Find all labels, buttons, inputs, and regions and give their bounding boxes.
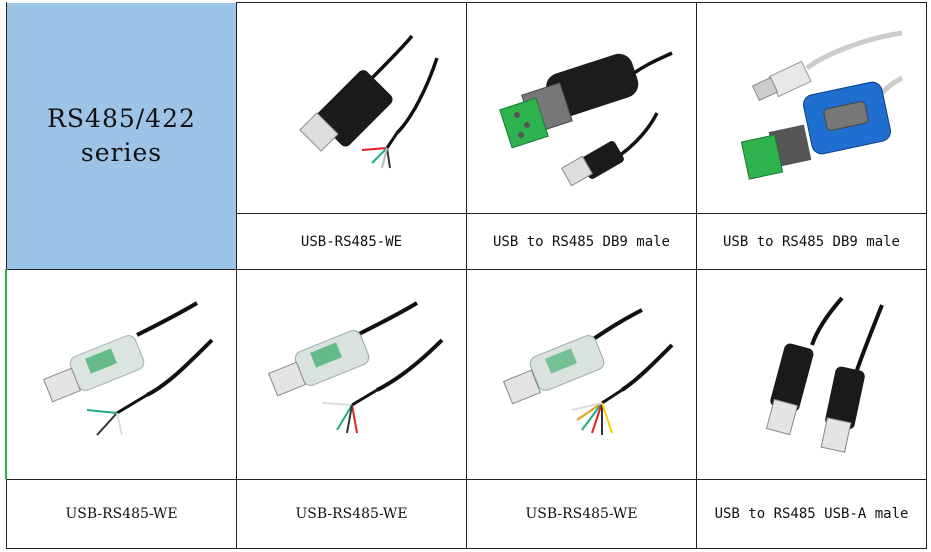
series-title: RS485/422 bbox=[47, 104, 196, 133]
product-image-usb-db9-blue-adapter bbox=[697, 3, 926, 213]
selection-edge-marker bbox=[5, 269, 7, 479]
grid-line bbox=[466, 2, 467, 549]
product-label-row2-col3: USB-RS485-WE bbox=[467, 480, 696, 548]
usb-a-male-cables-icon bbox=[765, 296, 884, 453]
product-image-usb-db9-adapter bbox=[467, 3, 696, 213]
product-image-row2-col2 bbox=[237, 270, 466, 479]
product-label-row2-col4: USB to RS485 USB-A male bbox=[697, 480, 926, 548]
series-header-cell: RS485/422 series bbox=[7, 3, 236, 269]
grid-line bbox=[926, 2, 927, 549]
product-image-row2-col1 bbox=[7, 270, 236, 479]
product-label-row2-col2: USB-RS485-WE bbox=[237, 480, 466, 548]
product-image-row2-col3 bbox=[467, 270, 696, 479]
grid-line bbox=[236, 2, 237, 549]
grid-line bbox=[236, 213, 927, 214]
grid-line bbox=[236, 2, 927, 3]
db9-adapter-icon bbox=[498, 51, 673, 187]
product-label-row1-col4: USB to RS485 DB9 male bbox=[697, 214, 926, 269]
product-label-row1-col2: USB-RS485-WE bbox=[237, 214, 466, 269]
clear-usb-cable-icon bbox=[42, 300, 213, 436]
product-image-row2-col4 bbox=[697, 270, 926, 479]
product-label-row1-col3: USB to RS485 DB9 male bbox=[467, 214, 696, 269]
grid-line bbox=[696, 2, 697, 549]
product-image-usb-rs485-we-black bbox=[237, 3, 466, 213]
series-subtitle: series bbox=[80, 138, 163, 167]
blue-adapter-icon bbox=[740, 30, 903, 180]
clear-usb-cable-icon bbox=[267, 300, 443, 433]
product-label-row2-col1: USB-RS485-WE bbox=[7, 480, 236, 548]
clear-usb-multiwire-icon bbox=[502, 307, 673, 435]
usb-cable-icon bbox=[298, 34, 439, 169]
